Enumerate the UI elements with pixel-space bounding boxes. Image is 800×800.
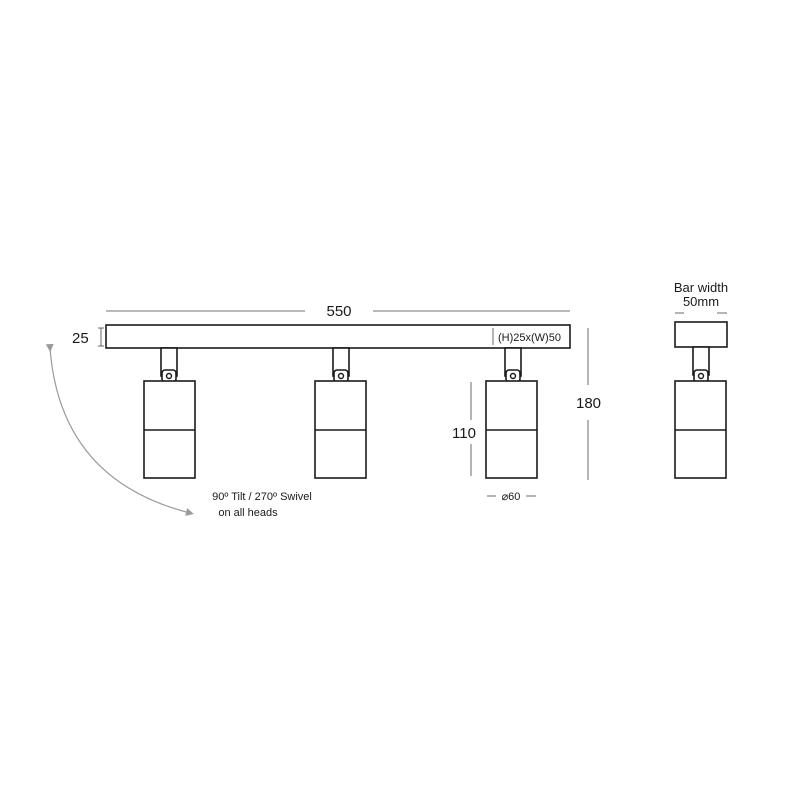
side-view-width: 50mm	[683, 294, 719, 309]
spotlight-head-1	[143, 347, 196, 479]
bar-section-dimension: (H)25x(W)50	[492, 328, 561, 345]
bar-section-label: (H)25x(W)50	[498, 332, 561, 344]
bar-height-label: 25	[72, 330, 89, 347]
side-view: Bar width 50mm	[674, 280, 728, 479]
side-view-title: Bar width	[674, 280, 728, 295]
length-dimension: 550	[106, 303, 570, 320]
overall-height-dimension: 180	[576, 328, 601, 480]
head-height-dimension: 110	[452, 382, 476, 476]
rotation-arrow	[45, 343, 194, 516]
side-view-bar	[674, 321, 728, 348]
tilt-swivel-label-line1: 90º Tilt / 270º Swivel	[212, 491, 312, 503]
spotlight-head-3	[485, 347, 538, 479]
head-diameter-dimension: ⌀60	[487, 491, 536, 503]
length-label: 550	[326, 303, 351, 320]
head-diameter-label: ⌀60	[502, 491, 521, 503]
overall-height-label: 180	[576, 395, 601, 412]
tilt-swivel-label-line2: on all heads	[218, 507, 278, 519]
tilt-swivel-arc	[45, 343, 194, 516]
head-height-label: 110	[452, 425, 476, 442]
spotlight-head-2	[314, 347, 367, 479]
bar-height-dimension: 25	[72, 327, 104, 347]
